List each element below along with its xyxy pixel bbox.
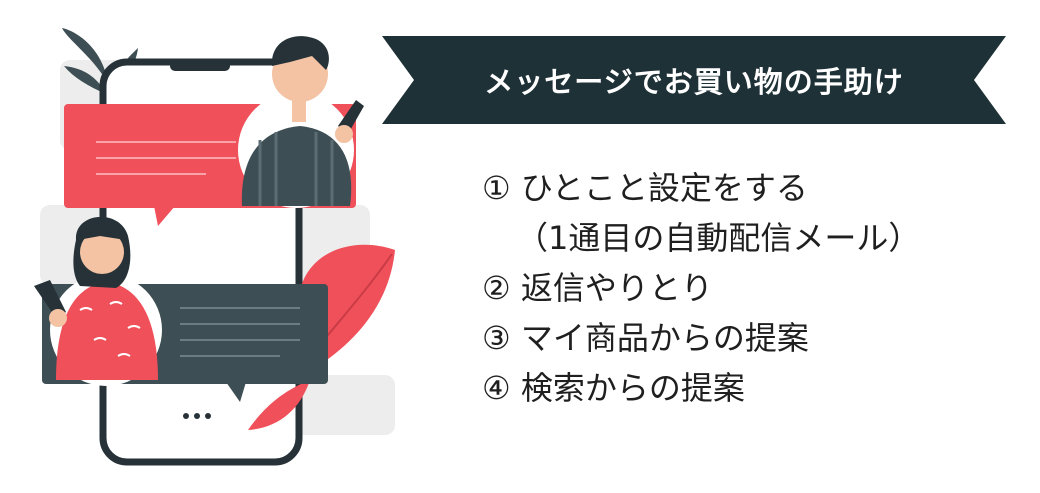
list-item: ③ マイ商品からの提案 — [482, 319, 809, 357]
title-banner: メッセージでお買い物の手助け — [382, 36, 1006, 124]
dark-bubble-lines — [180, 307, 300, 357]
woman-avatar — [34, 216, 162, 386]
red-bubble-lines — [96, 141, 236, 175]
phone-notch — [170, 59, 230, 71]
typing-dots-icon — [183, 413, 211, 419]
feature-list: ① ひとこと設定をする （1通目の自動配信メール） ② 返信やりとり ③ マイ商… — [482, 163, 1027, 413]
banner-shape — [382, 36, 1006, 124]
list-item: ② 返信やりとり — [482, 269, 713, 307]
list-item: ① ひとこと設定をする — [482, 169, 808, 207]
man-avatar — [238, 36, 364, 208]
banner-title: メッセージでお買い物の手助け — [484, 65, 904, 99]
list-item: ④ 検索からの提案 — [482, 369, 745, 407]
chat-illustration — [0, 0, 430, 489]
list-item-note: （1通目の自動配信メール） — [516, 219, 921, 257]
dark-bubble-tail — [226, 382, 246, 402]
chat-illustration-svg — [34, 28, 395, 466]
red-bubble-tail — [154, 206, 175, 226]
